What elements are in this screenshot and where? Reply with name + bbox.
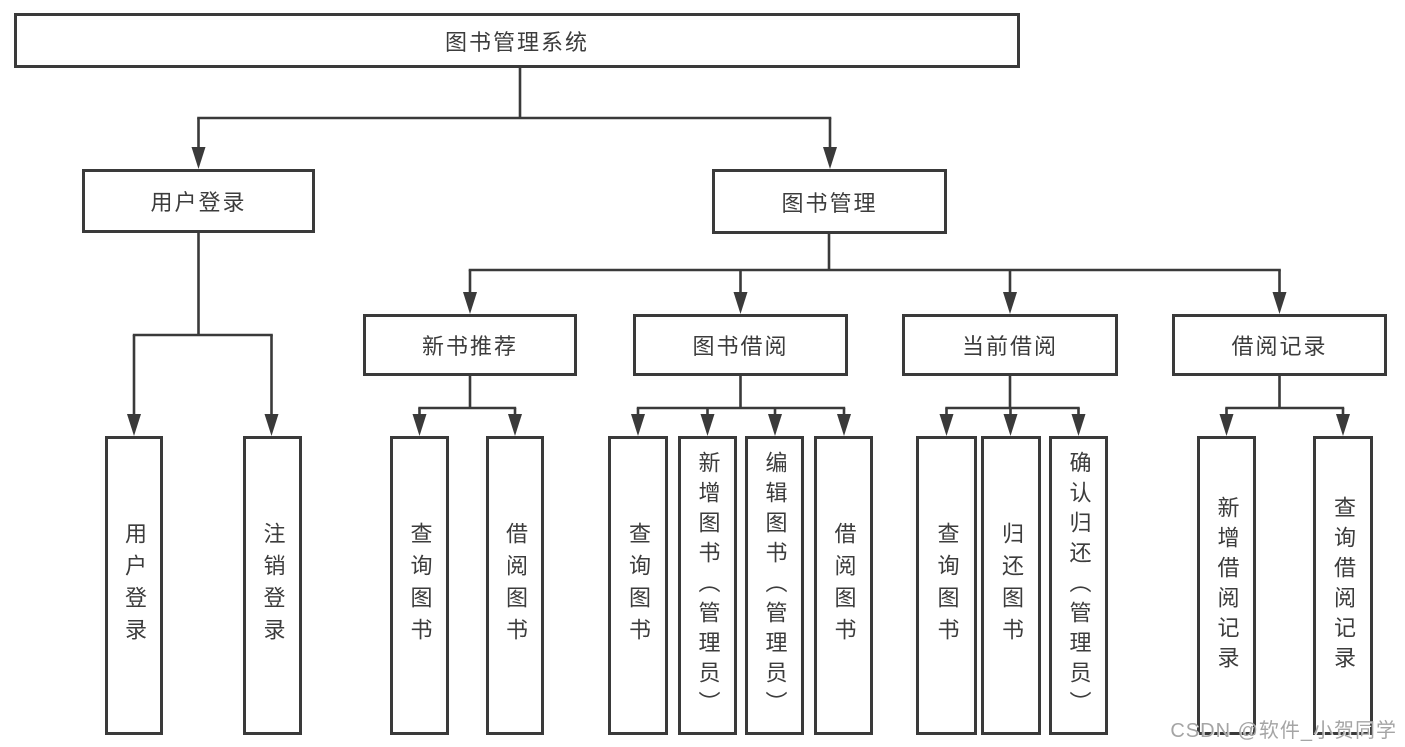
node-add-books-admin: 新增图书（管理员） <box>678 436 737 735</box>
node-confirm-return-admin: 确认归还（管理员） <box>1049 436 1108 735</box>
node-label: 新增图书（管理员） <box>695 450 721 721</box>
node-current-borrowing: 当前借阅 <box>902 314 1118 376</box>
node-label: 新书推荐 <box>421 334 518 359</box>
node-query-books-2: 查询图书 <box>608 436 668 735</box>
node-user-login: 用户登录 <box>105 436 163 735</box>
node-label: 用户登录 <box>150 190 247 215</box>
node-new-book-recommendation: 新书推荐 <box>363 314 577 376</box>
node-return-books: 归还图书 <box>981 436 1041 735</box>
node-borrowing-records: 借阅记录 <box>1172 314 1387 376</box>
node-library-management-system: 图书管理系统 <box>14 13 1020 68</box>
node-label: 查询图书 <box>934 521 960 650</box>
node-edit-books-admin: 编辑图书（管理员） <box>745 436 804 735</box>
node-label: 新增借阅记录 <box>1214 495 1240 676</box>
node-query-borrow-record: 查询借阅记录 <box>1313 436 1373 735</box>
node-label: 当前借阅 <box>961 334 1058 359</box>
node-logout: 注销登录 <box>243 436 302 735</box>
node-label: 查询借阅记录 <box>1331 495 1356 676</box>
node-label: 借阅记录 <box>1231 334 1328 359</box>
node-label: 查询图书 <box>626 521 651 650</box>
node-label: 注销登录 <box>260 521 286 650</box>
node-query-books-1: 查询图书 <box>390 436 449 735</box>
node-label: 归还图书 <box>999 521 1024 650</box>
node-user-login-group: 用户登录 <box>82 169 315 233</box>
node-label: 图书管理系统 <box>444 29 589 55</box>
node-add-borrow-record: 新增借阅记录 <box>1197 436 1256 735</box>
node-label: 借阅图书 <box>503 521 528 650</box>
node-label: 查询图书 <box>407 521 433 650</box>
node-label: 图书管理 <box>781 190 878 216</box>
node-label: 确认归还（管理员） <box>1066 450 1092 721</box>
csdn-watermark: CSDN @软件_小贺同学 <box>1170 720 1397 742</box>
node-label: 借阅图书 <box>831 521 857 650</box>
node-query-books-3: 查询图书 <box>916 436 977 735</box>
node-label: 用户登录 <box>122 521 147 650</box>
node-label: 编辑图书（管理员） <box>762 450 788 721</box>
node-borrow-books-1: 借阅图书 <box>486 436 544 735</box>
node-borrow-books-2: 借阅图书 <box>814 436 873 735</box>
arrowheads <box>127 147 1350 436</box>
node-label: 图书借阅 <box>692 334 789 359</box>
node-book-management: 图书管理 <box>712 169 947 234</box>
node-book-borrowing: 图书借阅 <box>633 314 848 376</box>
